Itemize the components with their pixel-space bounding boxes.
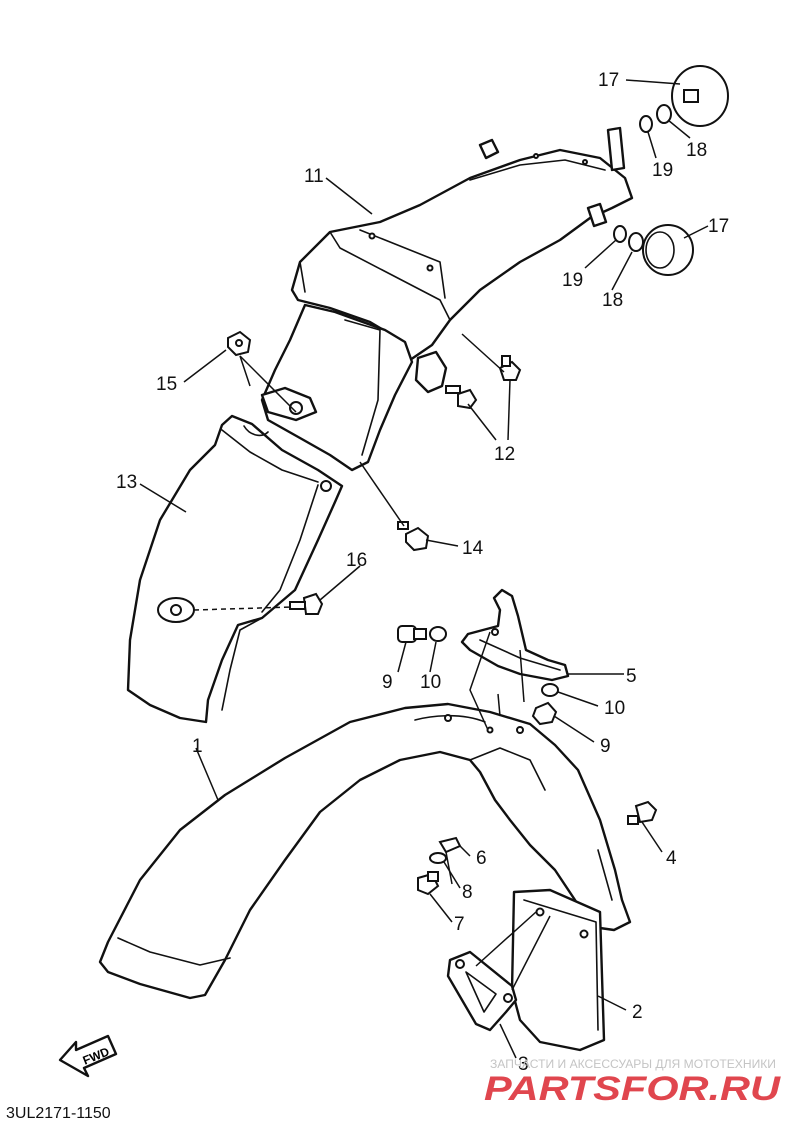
callout-19-upper: 19 [652, 160, 673, 181]
callout-18-upper: 18 [686, 140, 707, 161]
washer-part-18-upper [656, 104, 672, 124]
nut-part-9-right [531, 701, 558, 726]
callout-17-lower: 17 [708, 216, 729, 237]
washer-part-8 [429, 852, 447, 864]
number-plate-part-2 [510, 888, 606, 1052]
callout-2: 2 [632, 1002, 643, 1023]
callout-10-right: 10 [604, 698, 625, 719]
leader-lines [139, 79, 709, 1059]
bracket-part-3 [446, 950, 518, 1032]
cap-part-17-lower [642, 224, 694, 276]
fwd-arrow: FWD [58, 1034, 118, 1078]
rear-fender-part-11 [260, 126, 634, 472]
nut-part-15 [227, 330, 252, 357]
bolt-part-4 [627, 800, 658, 825]
rear-flap-part-13 [126, 414, 344, 724]
callout-10-left: 10 [420, 672, 441, 693]
washer-part-10-right [541, 683, 559, 697]
cap-part-17-upper [671, 65, 729, 127]
watermark: ЗАПЧАСТИ И АКСЕССУАРЫ ДЛЯ МОТОТЕХНИКИ PA… [484, 1059, 782, 1108]
watermark-brand: PARTSFOR.RU [484, 1070, 782, 1108]
watermark-tagline: ЗАПЧАСТИ И АКСЕССУАРЫ ДЛЯ МОТОТЕХНИКИ [490, 1059, 776, 1071]
diagram-code: 3UL2171-1150 [6, 1105, 111, 1122]
callout-8: 8 [462, 882, 473, 903]
callout-19-lower: 19 [562, 270, 583, 291]
callout-13: 13 [116, 472, 137, 493]
callout-15: 15 [156, 374, 177, 395]
callout-3: 3 [518, 1054, 529, 1075]
bolt-part-7 [417, 871, 440, 896]
callout-1: 1 [192, 736, 203, 757]
washer-part-19-lower [613, 225, 627, 243]
clip-part-6 [438, 836, 462, 854]
screw-part-14 [397, 521, 430, 552]
callout-6: 6 [476, 848, 487, 869]
callout-7: 7 [454, 914, 465, 935]
callout-9-left: 9 [382, 672, 393, 693]
hardware [227, 65, 729, 896]
callouts: 17 18 19 17 19 18 11 15 12 13 14 16 9 10… [116, 70, 729, 1075]
callout-14: 14 [462, 538, 484, 559]
callout-9-right: 9 [600, 736, 611, 757]
washer-part-10-left [429, 626, 447, 642]
callout-11: 11 [304, 166, 324, 187]
bolt-part-12-lower [445, 385, 478, 410]
callout-17-upper: 17 [598, 70, 619, 91]
bolt-part-9-left [397, 625, 427, 643]
callout-16: 16 [346, 550, 367, 571]
callout-18-lower: 18 [602, 290, 623, 311]
bolt-part-12-upper [498, 355, 522, 381]
callout-12: 12 [494, 444, 515, 465]
callout-4: 4 [666, 848, 677, 869]
bolt-part-16 [289, 592, 324, 615]
washer-part-19-upper [639, 115, 653, 133]
washer-part-18-lower [628, 232, 644, 252]
callout-5: 5 [626, 666, 637, 687]
